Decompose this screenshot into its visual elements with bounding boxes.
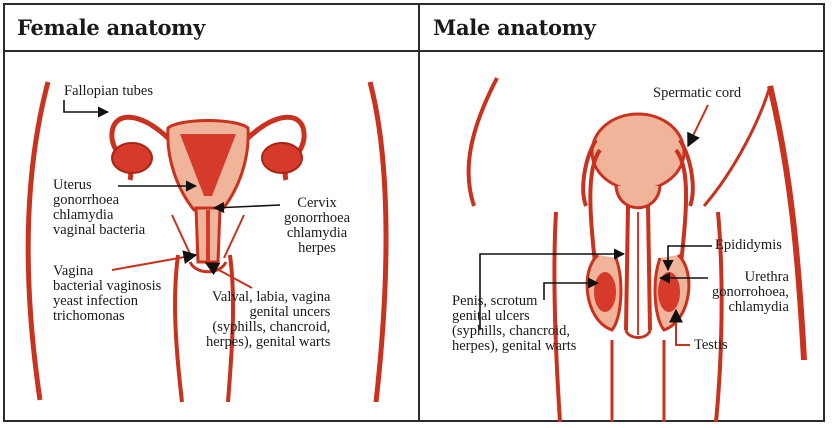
male-body-outline-left	[469, 78, 497, 206]
bladder	[592, 114, 684, 190]
spermatic-cord-arrow	[688, 105, 708, 146]
label-vagina: Vagina bacterial vaginosis yeast infecti…	[53, 264, 161, 324]
testis-left	[594, 272, 616, 312]
label-cervix: Cervix gonorrhoea chlamydia herpes	[284, 196, 350, 256]
vulva-arrow	[206, 263, 252, 288]
prostate	[616, 186, 660, 208]
ovary-right	[262, 143, 302, 173]
label-penis-scrotum: Penis, scrotum genital ulcers (syphills,…	[452, 294, 576, 354]
label-uterus: Uterus gonorrhoea chlamydia vaginal bact…	[53, 178, 145, 238]
female-body-outline-left	[28, 82, 48, 400]
female-leg-left	[175, 255, 182, 402]
label-spermatic-cord: Spermatic cord	[653, 86, 741, 101]
ovary-left	[112, 143, 152, 173]
labia-line-right	[224, 215, 244, 258]
penis-right-edge	[648, 205, 650, 330]
labia-line-left	[172, 215, 192, 258]
fallopian-tubes-arrow	[64, 100, 108, 112]
label-vulva: Valval, labia, vagina genital uncers (sy…	[206, 290, 330, 350]
male-hip-line	[704, 86, 770, 206]
label-urethra: Urethra gonorrohoea, chlamydia	[712, 270, 789, 315]
label-fallopian-tubes: Fallopian tubes	[64, 84, 153, 99]
label-testis: Testis	[694, 338, 728, 353]
male-body-outline-right	[770, 86, 804, 360]
label-epididymis: Epididymis	[715, 238, 782, 253]
female-body-outline-right	[370, 82, 386, 402]
penis-left-edge	[626, 205, 628, 330]
